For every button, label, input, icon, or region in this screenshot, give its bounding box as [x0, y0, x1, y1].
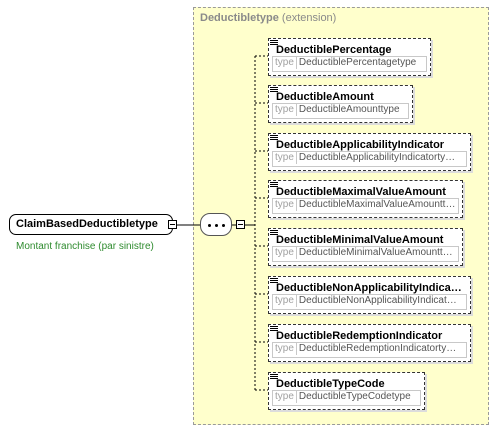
sequence-collapse-icon[interactable]: [236, 220, 245, 229]
type-label: type: [273, 152, 297, 164]
element-name: DeductibleApplicabilityIndicator: [276, 139, 445, 151]
type-label: type: [273, 104, 297, 116]
element-lines-icon: [270, 182, 278, 187]
type-label: type: [273, 391, 297, 403]
type-value: DeductibleAmounttype: [298, 104, 400, 115]
type-value: DeductiblePercentagetype: [298, 57, 417, 68]
type-value: DeductibleTypeCodetype: [298, 391, 411, 402]
type-value: DeductibleNonApplicabilityIndicat…: [298, 295, 457, 306]
element-lines-icon: [270, 326, 278, 331]
collapse-icon[interactable]: [168, 220, 177, 229]
extension-title: Deductibletype (extension): [200, 12, 337, 24]
type-label: type: [273, 295, 297, 307]
element-name: DeductibleNonApplicabilityIndica…: [276, 282, 462, 294]
element-lines-icon: [270, 87, 278, 92]
type-value: DeductibleRedemptionIndicatorty…: [298, 343, 457, 354]
element-lines-icon: [270, 135, 278, 140]
type-label: type: [273, 343, 297, 355]
type-label: type: [273, 247, 297, 259]
element-name: DeductibleAmount: [276, 91, 374, 103]
sequence-compositor-icon[interactable]: [200, 213, 232, 236]
type-label: type: [273, 57, 297, 69]
type-value: DeductibleMinimalValueAmountt…: [298, 247, 453, 258]
element-name: DeductibleMaximalValueAmount: [276, 186, 446, 198]
type-value: DeductibleMaximalValueAmountt…: [298, 199, 456, 210]
element-name: DeductibleTypeCode: [276, 378, 385, 390]
element-name: DeductibleMinimalValueAmount: [276, 234, 444, 246]
type-label: type: [273, 199, 297, 211]
root-description: Montant franchise (par sinistre): [16, 241, 154, 252]
element-name: DeductibleRedemptionIndicator: [276, 330, 443, 342]
element-name: DeductiblePercentage: [276, 44, 392, 56]
element-lines-icon: [270, 230, 278, 235]
type-value: DeductibleApplicabilityIndicatorty…: [298, 152, 456, 163]
root-element-box[interactable]: ClaimBasedDeductibletype: [9, 214, 173, 235]
element-lines-icon: [270, 374, 278, 379]
element-lines-icon: [270, 278, 278, 283]
element-lines-icon: [270, 40, 278, 45]
